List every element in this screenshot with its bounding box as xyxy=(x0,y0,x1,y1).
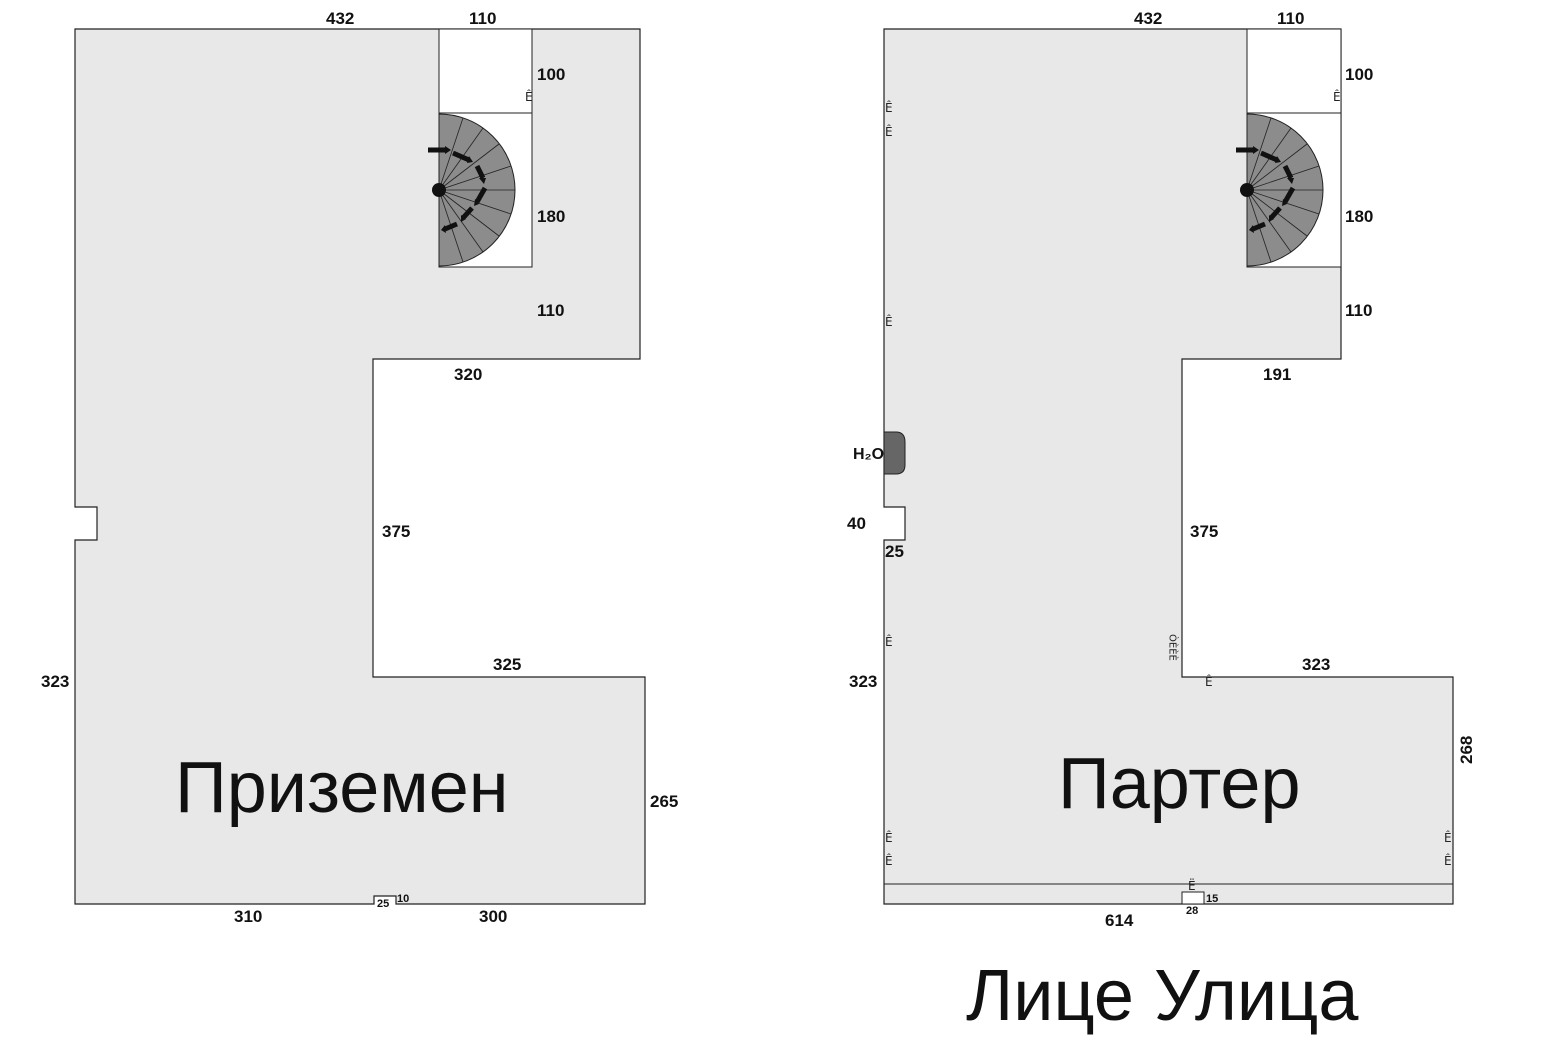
water-label: H₂O xyxy=(853,446,884,463)
dim-right: 268 xyxy=(1457,736,1476,764)
dim-inner-bottom: 325 xyxy=(493,655,521,674)
socket-icon: Ê xyxy=(885,853,893,868)
dim-top-main: 432 xyxy=(1134,9,1162,28)
dim-left: 323 xyxy=(41,672,69,691)
dim-bottom: 614 xyxy=(1105,911,1134,930)
dim-inner-top: 191 xyxy=(1263,365,1291,384)
socket-icon: Ê xyxy=(1333,89,1341,104)
dim-stair-lower: 110 xyxy=(537,301,564,320)
socket-icon: Ê xyxy=(1205,674,1213,689)
socket-icon: Ê xyxy=(525,89,533,104)
socket-icon: Ê xyxy=(1444,830,1452,845)
socket-icon: Ê xyxy=(885,830,893,845)
entrance-step xyxy=(1181,891,1205,905)
dim-inner-vertical: 375 xyxy=(1190,522,1218,541)
basement-plan: Ê 432 110 100 180 110 320 375 325 323 26… xyxy=(41,9,678,926)
socket-icon: Ê xyxy=(885,124,893,139)
dim-right: 265 xyxy=(650,792,678,811)
dim-stair-lower: 110 xyxy=(1345,301,1372,320)
dim-stair-spiral: 180 xyxy=(1345,207,1373,226)
plan-title-basement: Приземен xyxy=(175,748,509,828)
dim-inner-bottom: 323 xyxy=(1302,655,1330,674)
dim-entrance-width: 28 xyxy=(1186,905,1198,917)
dim-inner-top: 320 xyxy=(454,365,482,384)
dim-left-notch-height: 40 xyxy=(847,514,866,533)
dim-stair-upper: 100 xyxy=(537,65,565,84)
dim-top-stair: 110 xyxy=(1277,9,1304,28)
dim-stair-spiral: 180 xyxy=(537,207,565,226)
water-heater-icon xyxy=(883,431,906,475)
dim-left: 323 xyxy=(849,672,877,691)
dim-niche-width: 25 xyxy=(377,898,389,910)
socket-icon: Ê xyxy=(885,100,893,115)
dim-bottom-left: 310 xyxy=(234,907,262,926)
dim-niche-depth: 10 xyxy=(397,893,409,905)
socket-icon: Ê xyxy=(885,314,893,329)
socket-icon: Ë xyxy=(1188,878,1196,893)
dim-entrance-depth: 15 xyxy=(1206,893,1218,905)
dim-stair-upper: 100 xyxy=(1345,65,1373,84)
ground-floor-plan: Ê H₂O Ê Ê Ê Ê Ê Ê Ê Ê Ê Ë ÒÈÈÈ 432 110 1… xyxy=(847,9,1476,930)
dim-top-main: 432 xyxy=(326,9,354,28)
dim-left-notch-depth: 25 xyxy=(885,542,904,561)
socket-icon: Ê xyxy=(885,634,893,649)
dim-top-stair: 110 xyxy=(469,9,496,28)
dim-bottom-right: 300 xyxy=(479,907,507,926)
street-facade-label: Лице Улица xyxy=(966,956,1359,1036)
dim-inner-vertical: 375 xyxy=(382,522,410,541)
switch-stack-icon: ÒÈÈÈ xyxy=(1167,634,1180,661)
socket-icon: Ê xyxy=(1444,853,1452,868)
plan-title-ground-floor: Партер xyxy=(1058,744,1301,824)
